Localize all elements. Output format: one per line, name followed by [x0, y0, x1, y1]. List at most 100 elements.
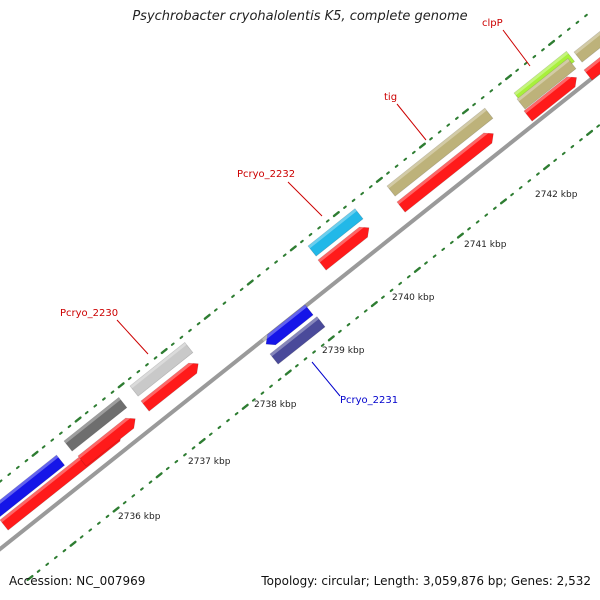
cds-red-box: [396, 128, 494, 213]
tick-label: 2737 kbp: [188, 457, 231, 467]
tick-label: 2742 kbp: [535, 190, 578, 200]
upper-tick-mark: [246, 279, 254, 286]
lower-tick-mark: [553, 158, 557, 162]
gene-lightgray-box: [129, 342, 194, 397]
gene-label: Pcryo_2230: [60, 308, 118, 319]
upper-tick-mark: [558, 34, 563, 38]
upper-tick-mark: [265, 267, 270, 271]
leader-line: [396, 103, 427, 141]
lower-tick-mark: [381, 295, 385, 299]
lower-tick-mark: [251, 398, 256, 402]
upper-tick-mark: [153, 356, 158, 360]
upper-tick-mark: [93, 404, 98, 408]
upper-tick-mark: [325, 219, 330, 223]
upper-tick-mark: [110, 390, 115, 394]
lower-tick-mark: [493, 206, 497, 210]
upper-tick-mark: [282, 253, 287, 257]
lower-tick-mark: [208, 432, 213, 436]
upper-tick-mark: [257, 274, 261, 278]
lower-tick-mark: [148, 480, 153, 484]
tick-label: 2739 kbp: [322, 346, 365, 356]
upper-tick-mark: [575, 20, 580, 25]
lower-tick-mark: [191, 446, 196, 450]
upper-tick-mark: [498, 82, 502, 86]
lower-tick-mark: [303, 357, 308, 361]
lower-tick-mark: [122, 500, 127, 505]
upper-tick-mark: [31, 450, 39, 457]
upper-tick-mark: [584, 13, 588, 18]
upper-tick-mark: [418, 142, 426, 149]
lower-tick-mark: [389, 288, 394, 293]
lower-tick-mark: [596, 124, 600, 128]
upper-tick-mark: [59, 431, 63, 435]
upper-tick-mark: [386, 171, 390, 175]
gene-label: Pcryo_2232: [237, 169, 295, 180]
upper-tick-mark: [222, 301, 227, 305]
lower-tick-mark: [449, 240, 454, 245]
lower-tick-mark: [260, 391, 265, 395]
lower-tick-mark: [398, 281, 403, 286]
upper-tick-mark: [117, 382, 125, 389]
lower-tick-mark: [570, 144, 575, 149]
cds-red-box: [140, 358, 199, 412]
lower-tick-mark: [542, 164, 551, 171]
upper-tick-mark: [375, 176, 383, 183]
leader-line: [116, 319, 149, 355]
lower-tick-mark: [561, 151, 566, 156]
upper-tick-mark: [300, 239, 304, 244]
leader-line: [502, 29, 531, 67]
lower-tick-mark: [484, 213, 489, 217]
upper-tick-mark: [127, 376, 132, 381]
lower-tick-mark: [363, 309, 368, 313]
lower-tick-mark: [284, 369, 292, 376]
map-title: Psychrobacter cryohalolentis K5, complet…: [132, 9, 468, 24]
upper-tick-mark: [24, 458, 29, 463]
upper-tick-mark: [429, 137, 433, 141]
upper-tick-mark: [289, 245, 297, 252]
lower-tick-mark: [155, 472, 163, 479]
lower-tick-mark: [198, 437, 206, 445]
upper-tick-mark: [411, 150, 416, 155]
lower-tick-mark: [226, 418, 230, 423]
lower-tick-mark: [277, 377, 282, 382]
upper-tick-mark: [0, 479, 3, 483]
upper-tick-mark: [179, 335, 184, 340]
lower-tick-mark: [97, 521, 101, 525]
lower-tick-mark: [36, 569, 41, 573]
cds-red-box: [583, 51, 600, 81]
upper-tick-mark: [446, 123, 451, 127]
gene-pcryo2232-box: [307, 208, 364, 257]
upper-tick-mark: [188, 328, 192, 333]
upper-tick-mark: [332, 211, 340, 218]
upper-tick-mark: [196, 321, 201, 326]
lower-tick-mark: [174, 459, 179, 464]
lower-tick-mark: [183, 453, 187, 457]
lower-tick-mark: [88, 528, 93, 532]
lower-tick-mark: [518, 185, 523, 190]
lower-tick-mark: [26, 574, 34, 582]
lower-tick-mark: [131, 494, 136, 498]
topology-text: Topology: circular; Length: 3,059,876 bp…: [261, 574, 591, 588]
lower-tick-mark: [62, 548, 67, 553]
lower-tick-mark: [234, 411, 239, 416]
lower-tick-mark: [346, 322, 351, 327]
lower-tick-mark: [320, 343, 325, 347]
upper-tick-mark: [403, 157, 408, 161]
upper-tick-mark: [239, 287, 244, 292]
cds-red-box: [317, 222, 370, 271]
lower-tick-mark: [327, 335, 335, 342]
gene-khaki-small-box: [516, 58, 577, 110]
accession-text: Accession: NC_007969: [9, 574, 146, 588]
lower-tick-mark: [579, 138, 583, 142]
upper-tick-mark: [231, 294, 235, 298]
gene-khaki-edge-box: [573, 23, 600, 63]
lower-tick-mark: [510, 192, 514, 197]
lower-tick-mark: [105, 514, 110, 519]
upper-tick-mark: [50, 438, 55, 442]
upper-tick-mark: [317, 226, 321, 230]
lower-tick-mark: [441, 247, 446, 251]
upper-tick-mark: [203, 313, 211, 320]
leader-line: [287, 181, 323, 217]
leader-line: [311, 361, 341, 397]
